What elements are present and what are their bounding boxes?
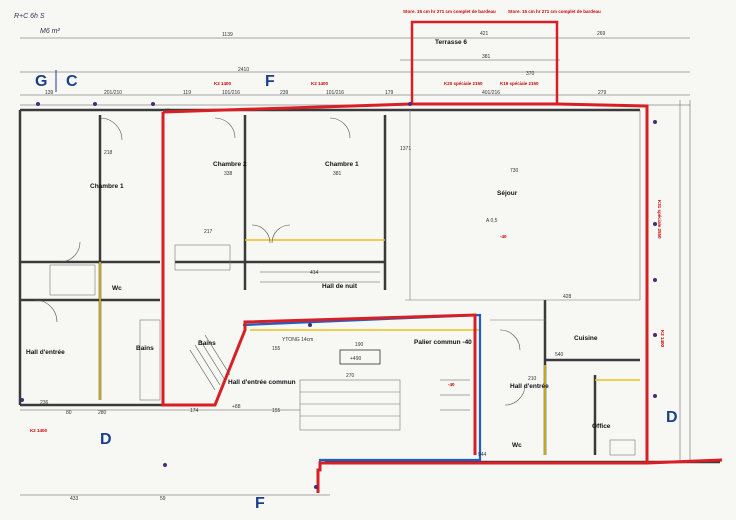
section-marker-c: C [66, 73, 78, 90]
dim-155b: 155 [272, 408, 281, 414]
door-swings [34, 117, 526, 406]
dim-1371: 1371 [400, 146, 411, 152]
dim-944: 944 [478, 452, 487, 458]
ytong-note: YTONG 14cm [282, 337, 313, 343]
level-p88: +88 [232, 404, 241, 410]
section-marker-f-bottom: F [255, 495, 265, 512]
insulation-lines [99, 239, 640, 455]
level-m40b: -40 [448, 382, 455, 387]
k2-1400-left: K2 1400 [30, 428, 48, 433]
section-marker-f-top: F [265, 73, 275, 90]
dim-381: 381 [333, 171, 342, 177]
note-top-left: Store. 15 cm hr 271 cm complet de bardea… [403, 9, 496, 14]
k2-1400-b: K2 1400 [311, 81, 329, 86]
room-chambre1-mid: Chambre 1 [325, 161, 359, 168]
dim-236: 236 [40, 400, 49, 406]
apartment-outline-tail [646, 458, 723, 465]
room-hall-de-nuit: Hall de nuit [322, 283, 358, 290]
dim-433: 433 [70, 496, 79, 502]
dim-101a: 101/216 [222, 90, 240, 96]
bottom-dimension-lines [20, 100, 691, 496]
dim-414: 414 [310, 270, 319, 276]
dim-218: 218 [104, 150, 113, 156]
dim-174: 174 [190, 408, 199, 414]
dim-59: 59 [160, 496, 166, 502]
dim-top-370: 370 [526, 71, 535, 77]
stair-hatch [189, 271, 470, 411]
room-chambre1-left: Chambre 1 [90, 183, 124, 190]
dim-80: 80 [66, 410, 72, 416]
terrace-outline [410, 20, 559, 104]
room-terrasse: Terrasse 6 [435, 39, 467, 46]
dim-top-421: 421 [480, 31, 489, 37]
dim-179: 179 [385, 90, 394, 96]
section-marker-d-left: D [100, 431, 112, 448]
dim-139: 139 [45, 90, 54, 96]
dim-201: 201/210 [104, 90, 122, 96]
room-office: Office [592, 423, 611, 430]
section-marker-d-right: D [666, 409, 678, 426]
dim-280: 280 [98, 410, 107, 416]
dim-119: 119 [183, 90, 191, 96]
dim-top-2410: 2410 [238, 67, 249, 73]
dim-279: 279 [598, 90, 607, 96]
handwritten-note: R+C 6h S [14, 13, 45, 20]
dim-top-total: 1139 [222, 32, 233, 38]
room-bains-mid: Bains [198, 340, 216, 347]
level-a05: A 0,5 [486, 218, 498, 224]
room-sejour: Séjour [497, 190, 518, 197]
dim-401: 401/216 [482, 90, 500, 96]
k31-speciale: K31 spéciale 2550 [657, 200, 662, 239]
dim-428: 428 [563, 294, 572, 300]
dim-101b: 101/216 [326, 90, 344, 96]
room-palier-commun: Palier commun -40 [414, 339, 472, 346]
room-hall-entree-left: Hall d'entrée [26, 349, 65, 356]
room-wc-left: Wc [112, 285, 122, 292]
dim-217: 217 [204, 229, 213, 235]
k19-speciale: K19 spéciale 2150 [500, 81, 539, 86]
room-hall-entree-right: Hall d'entrée [510, 383, 549, 390]
dim-155: 155 [272, 346, 281, 352]
note-top-right: Store. 15 cm hr 271 cm complet de bardea… [508, 9, 601, 14]
k2-1400-a: K2 1400 [214, 81, 232, 86]
dim-210: 210 [528, 376, 537, 382]
level-m40: -40 [500, 234, 507, 239]
dim-338: 338 [224, 171, 233, 177]
k2-1400-right: K2 1400 [660, 330, 665, 348]
dim-top-381: 381 [482, 54, 491, 60]
grid-points [20, 102, 657, 489]
dim-top-269: 269 [597, 31, 606, 37]
dim-540: 540 [555, 352, 564, 358]
room-chambre2: Chambre 2 [213, 161, 247, 168]
room-bains-left: Bains [136, 345, 154, 352]
interior-lines [49, 110, 641, 456]
room-hall-entree-commun: Hall d'entrée commun [228, 379, 296, 386]
dim-239: 239 [280, 90, 289, 96]
dim-190: 190 [355, 342, 364, 348]
section-marker-g: G [35, 73, 47, 90]
apartment-outline-left [161, 112, 477, 455]
k20-speciale: K20 spéciale 2150 [444, 81, 483, 86]
dim-270: 270 [346, 373, 355, 379]
dim-730: 730 [510, 168, 519, 174]
room-cuisine: Cuisine [574, 335, 598, 342]
level-490-box [339, 349, 381, 365]
level-490: +490 [350, 356, 361, 362]
room-wc-right: Wc [512, 442, 522, 449]
handwritten-note-2: M6 m² [40, 28, 61, 35]
